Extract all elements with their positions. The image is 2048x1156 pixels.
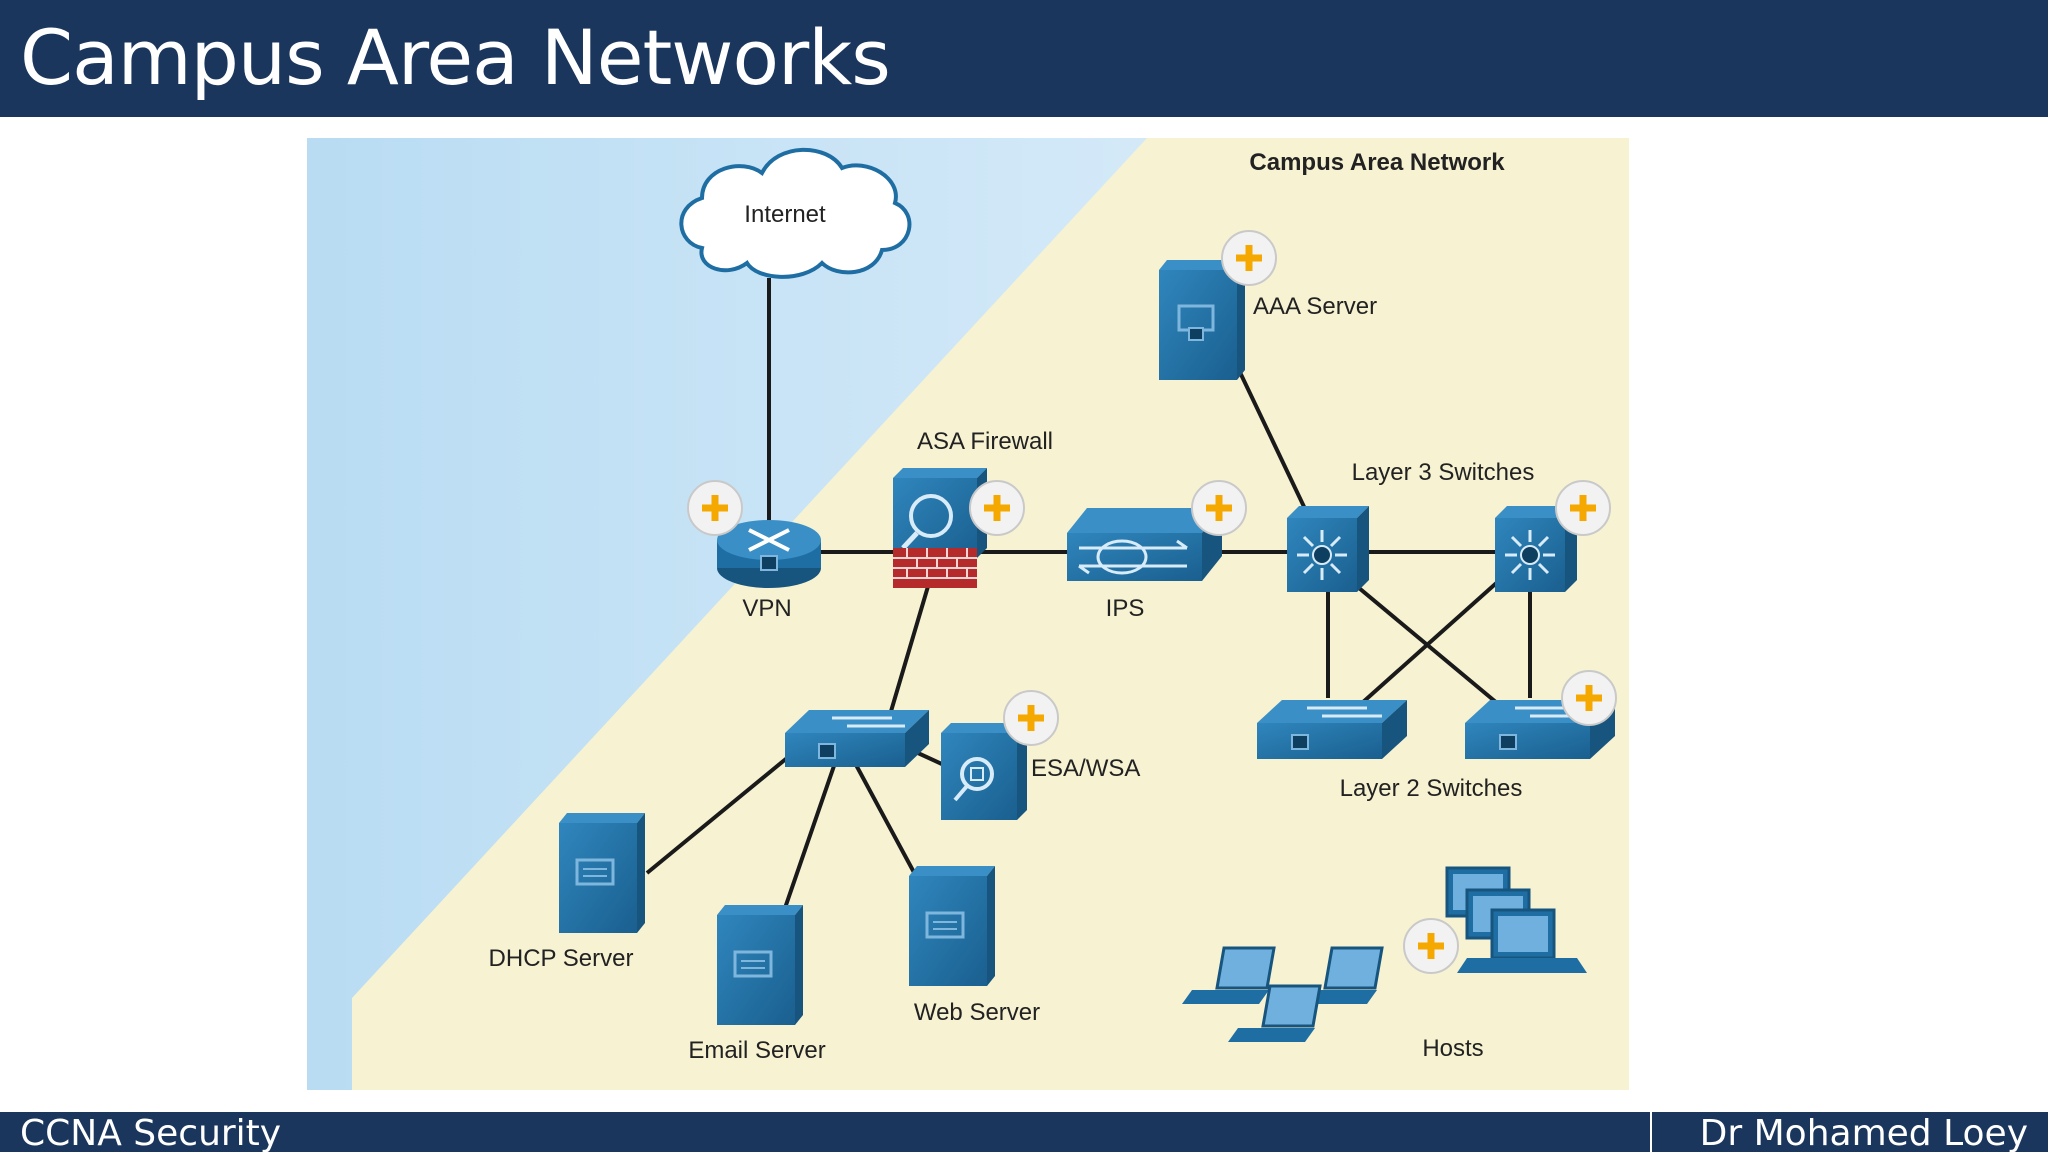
footer-bar: CCNA Security Dr Mohamed Loey — [0, 1112, 2048, 1154]
dhcp-server-icon — [559, 813, 645, 933]
network-diagram: Internet Campus Area Network VPN ASA Fir… — [307, 138, 1629, 1090]
diagram-title: Campus Area Network — [1249, 149, 1505, 176]
email-server-icon — [717, 905, 803, 1025]
add-badge-icon — [969, 480, 1025, 536]
add-badge-icon — [687, 480, 743, 536]
web-label: Web Server — [914, 999, 1040, 1026]
esa-wsa-icon — [941, 723, 1027, 820]
link-aaa-l3 — [1235, 365, 1309, 514]
add-badge-icon — [1561, 670, 1617, 726]
link-l3b-l2a — [1360, 576, 1504, 705]
hosts-label: Hosts — [1422, 1035, 1483, 1062]
link-switch-web — [853, 762, 919, 879]
asa-label: ASA Firewall — [917, 428, 1053, 455]
link-l3a-l2b — [1345, 576, 1499, 705]
dhcp-label: DHCP Server — [489, 945, 634, 972]
add-badge-icon — [1555, 480, 1611, 536]
add-badge-icon — [1221, 230, 1277, 286]
course-name: CCNA Security — [20, 1113, 282, 1154]
email-label: Email Server — [688, 1037, 825, 1064]
ips-label: IPS — [1106, 595, 1145, 622]
hosts-icon — [1182, 866, 1587, 1042]
layer3-switch-icon — [1287, 506, 1369, 592]
vpn-router-icon — [717, 520, 821, 588]
author-name: Dr Mohamed Loey — [1699, 1113, 2028, 1154]
title-bar: Campus Area Networks — [0, 0, 2048, 117]
layer2-label: Layer 2 Switches — [1340, 775, 1523, 802]
add-badge-icon — [1403, 918, 1459, 974]
link-switch-email — [783, 762, 837, 909]
layer3-label: Layer 3 Switches — [1352, 459, 1535, 486]
links — [645, 278, 1532, 909]
add-badge-icon — [1191, 480, 1247, 536]
esa-label: ESA/WSA — [1031, 755, 1140, 782]
internet-label: Internet — [744, 201, 826, 228]
aaa-label: AAA Server — [1253, 293, 1377, 320]
slide-title: Campus Area Networks — [20, 13, 891, 102]
asa-firewall-icon — [893, 468, 987, 588]
layer2-switch-icon — [1257, 700, 1407, 759]
link-switch-dhcp — [645, 756, 789, 875]
vpn-label: VPN — [742, 595, 791, 622]
web-server-icon — [909, 866, 995, 986]
link-asa-switch — [887, 582, 931, 719]
internet-cloud: Internet — [679, 147, 912, 279]
footer-divider — [1650, 1112, 1652, 1152]
access-switch-icon — [785, 710, 929, 767]
add-badge-icon — [1003, 690, 1059, 746]
